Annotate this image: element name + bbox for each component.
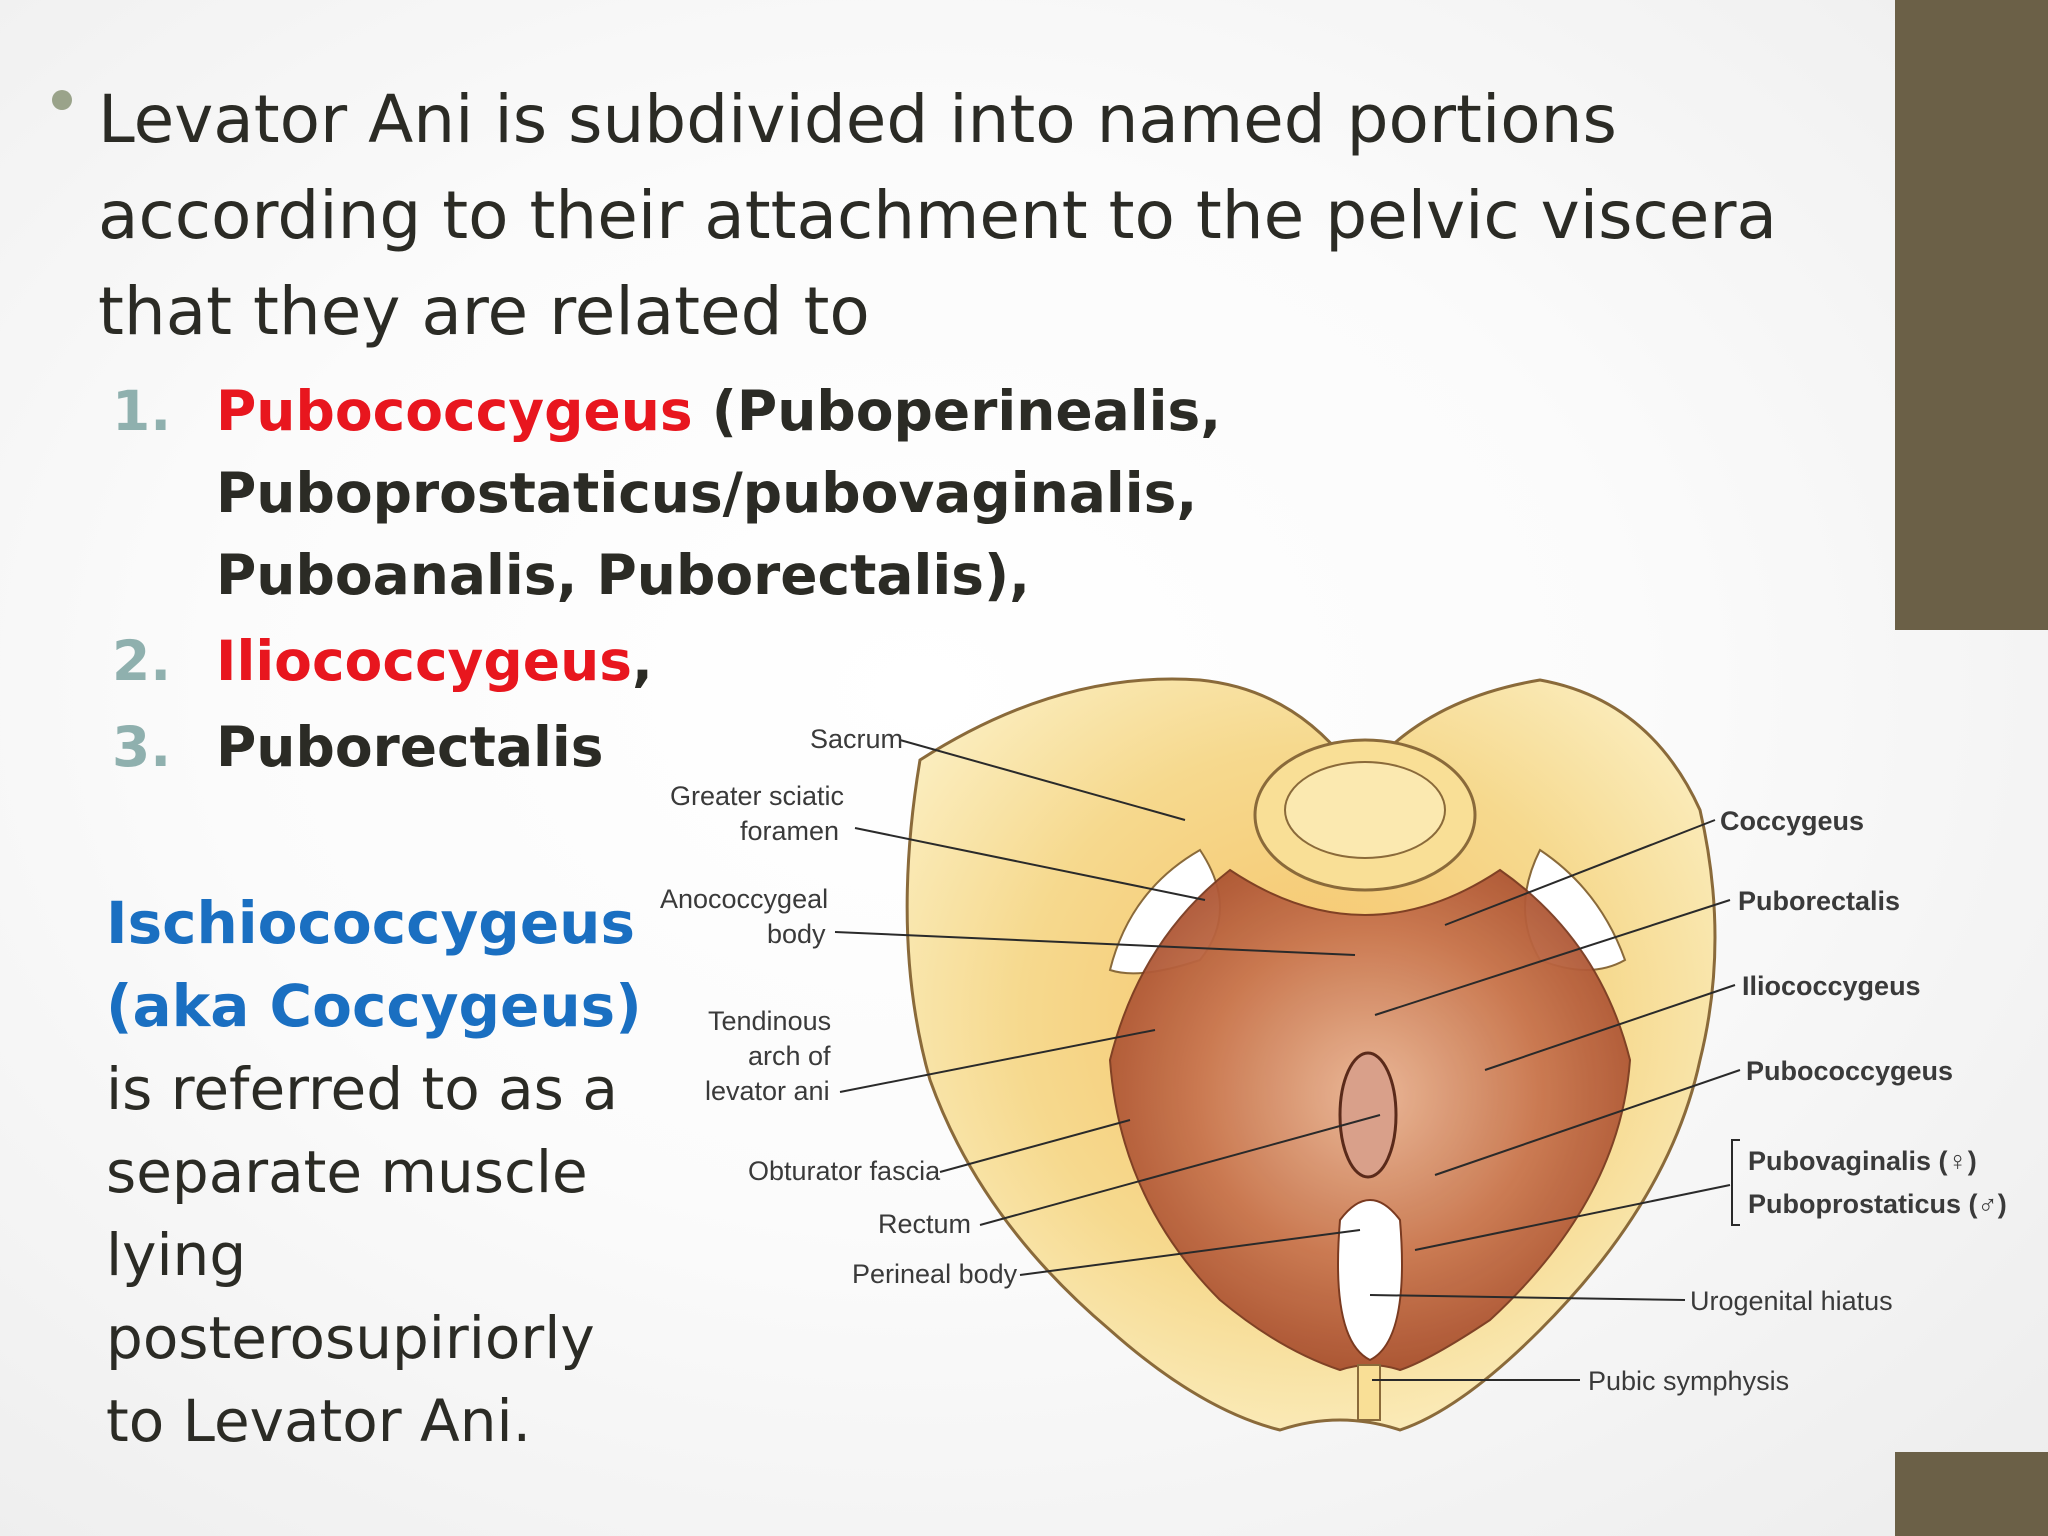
urogenital-hiatus-shape <box>1337 1199 1403 1362</box>
list-number: 1. <box>112 379 172 443</box>
label-levator-ani: levator ani <box>705 1076 830 1106</box>
decorative-side-bar-top <box>1895 0 2048 630</box>
list-text: Puborectalis <box>216 715 604 779</box>
label-anococcygeal: Anococcygeal <box>660 884 828 914</box>
label-iliococcygeus: Iliococcygeus <box>1742 971 1921 1001</box>
pelvic-floor-illustration: Sacrum Greater sciatic foramen Anococcyg… <box>660 677 2007 1432</box>
label-pubovaginalis: Pubovaginalis (♀) <box>1748 1146 1977 1176</box>
list-highlight: Pubococcygeus <box>216 379 693 443</box>
decorative-side-bar-bottom <box>1895 1452 2048 1536</box>
list-text: , <box>631 629 653 693</box>
note-heading-1: Ischiococcygeus <box>106 889 635 957</box>
label-obturator-fascia: Obturator fascia <box>748 1156 941 1186</box>
list-highlight: Iliococcygeus <box>216 629 632 693</box>
list-number: 2. <box>112 629 172 693</box>
pubic-symphysis-shape <box>1357 1364 1381 1421</box>
portion-list: 1. Pubococcygeus (Puboperinealis, Pubopr… <box>112 370 1512 788</box>
bracket <box>1731 1139 1740 1226</box>
list-item: 2. Iliococcygeus, <box>112 620 1512 702</box>
list-number: 3. <box>112 715 172 779</box>
bullet-dot <box>52 90 72 110</box>
label-pubococcygeus: Pubococcygeus <box>1746 1056 1953 1086</box>
note-heading-2: (aka Coccygeus) <box>106 972 642 1040</box>
label-pubic-symphysis: Pubic symphysis <box>1588 1366 1789 1396</box>
label-puboprostaticus: Puboprostaticus (♂) <box>1748 1189 2007 1219</box>
intro-text: Levator Ani is subdivided into named por… <box>98 81 1777 350</box>
list-text: (Puboperinealis, Puboprostaticus/pubovag… <box>216 379 1222 607</box>
coccygeus-note: Ischiococcygeus (aka Coccygeus) is refer… <box>106 882 666 1463</box>
sacrum-inner <box>1284 761 1446 859</box>
label-greater-sciatic: Greater sciatic <box>670 781 844 811</box>
label-foramen: foramen <box>740 816 839 846</box>
rectum-opening <box>1338 1051 1398 1179</box>
leader-lines <box>834 739 1741 1381</box>
label-rectum: Rectum <box>878 1209 971 1239</box>
label-perineal-body: Perineal body <box>852 1259 1018 1289</box>
label-sacrum: Sacrum <box>810 724 903 754</box>
list-item: 1. Pubococcygeus (Puboperinealis, Pubopr… <box>112 370 1512 616</box>
label-arch-of: arch of <box>748 1041 831 1071</box>
label-puborectalis: Puborectalis <box>1738 886 1900 916</box>
note-body: is referred to as a separate muscle lyin… <box>106 1055 618 1455</box>
list-item: 3. Puborectalis <box>112 706 1512 788</box>
label-urogenital-hiatus: Urogenital hiatus <box>1690 1286 1893 1316</box>
label-body: body <box>767 919 826 949</box>
label-tendinous: Tendinous <box>708 1006 831 1036</box>
label-coccygeus: Coccygeus <box>1720 806 1864 836</box>
